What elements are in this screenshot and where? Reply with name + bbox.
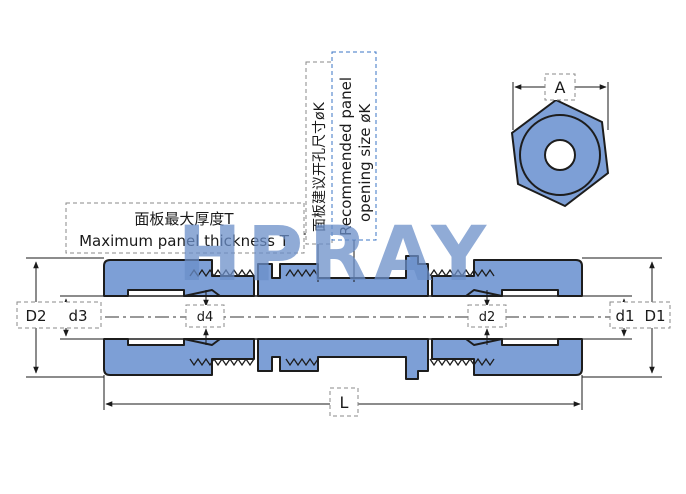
right-nut-top xyxy=(431,259,583,297)
fitting-body xyxy=(103,255,583,380)
watermark: HPRAY xyxy=(178,209,492,298)
panel-thickness-en: Maximum panel thickness T xyxy=(79,232,290,250)
panel-opening-en-line1: Recommended panel xyxy=(337,77,355,236)
left-nut-bottom xyxy=(103,338,255,376)
label-D1: D1 xyxy=(644,307,665,325)
label-d1: d1 xyxy=(615,307,634,325)
panel-opening-cn: 面板建议开孔尺寸øK xyxy=(312,101,328,232)
label-d3: d3 xyxy=(68,307,87,325)
central-body-top xyxy=(257,255,429,297)
right-nut-bottom xyxy=(431,338,583,376)
hex-end-view: A xyxy=(510,73,610,208)
label-D2: D2 xyxy=(25,307,46,325)
label-A: A xyxy=(555,78,566,97)
panel-thickness-cn: 面板最大厚度T xyxy=(134,210,234,228)
label-d2: d2 xyxy=(479,310,496,325)
thread-hatching xyxy=(189,268,495,367)
internal-dimensions xyxy=(203,290,490,345)
label-d4: d4 xyxy=(197,310,214,325)
bore-lines xyxy=(128,295,558,340)
panel-thickness-annotation: 面板最大厚度T Maximum panel thickness T xyxy=(65,202,362,254)
left-nut-top xyxy=(103,259,255,297)
central-body-bottom xyxy=(257,338,429,380)
panel-opening-en-line2: opening size øK xyxy=(356,103,374,222)
panel-opening-annotation: 面板建议开孔尺寸øK Recommended panel opening siz… xyxy=(305,51,377,282)
label-L: L xyxy=(340,393,349,412)
